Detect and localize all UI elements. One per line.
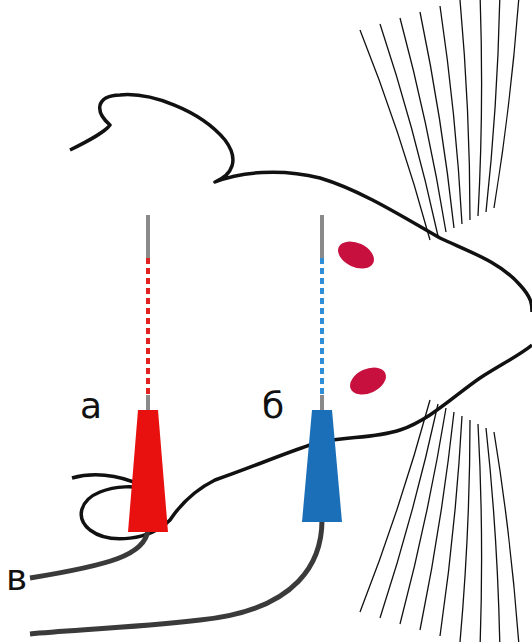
eye — [346, 362, 391, 400]
whisker — [494, 432, 520, 642]
whisker — [478, 424, 482, 642]
electrode-wire — [320, 395, 324, 412]
electrode-active-zone — [320, 258, 324, 395]
cable — [30, 520, 322, 634]
whisker — [420, 412, 454, 630]
whisker — [440, 416, 462, 636]
whisker — [460, 420, 470, 642]
whisker — [460, 0, 470, 220]
whisker — [494, 0, 520, 208]
whisker — [360, 30, 430, 240]
cable — [30, 530, 148, 578]
head-outline — [70, 95, 532, 539]
electrode-wire — [320, 215, 324, 258]
electrode-active-zone — [146, 258, 150, 395]
electrode-wire — [146, 395, 150, 412]
whisker — [380, 404, 438, 618]
eye — [334, 236, 379, 274]
part-label: в — [6, 560, 27, 596]
part-label: а — [80, 388, 102, 424]
whisker — [400, 18, 446, 232]
whisker — [400, 408, 446, 624]
electrode-connector — [302, 410, 342, 522]
part-label: б — [262, 388, 284, 424]
electrode-connector — [128, 410, 168, 532]
whiskers — [360, 0, 520, 642]
whisker — [420, 12, 454, 228]
whisker — [380, 24, 438, 236]
electrode-wire — [146, 215, 150, 258]
whisker — [440, 6, 462, 224]
whisker — [478, 0, 482, 216]
